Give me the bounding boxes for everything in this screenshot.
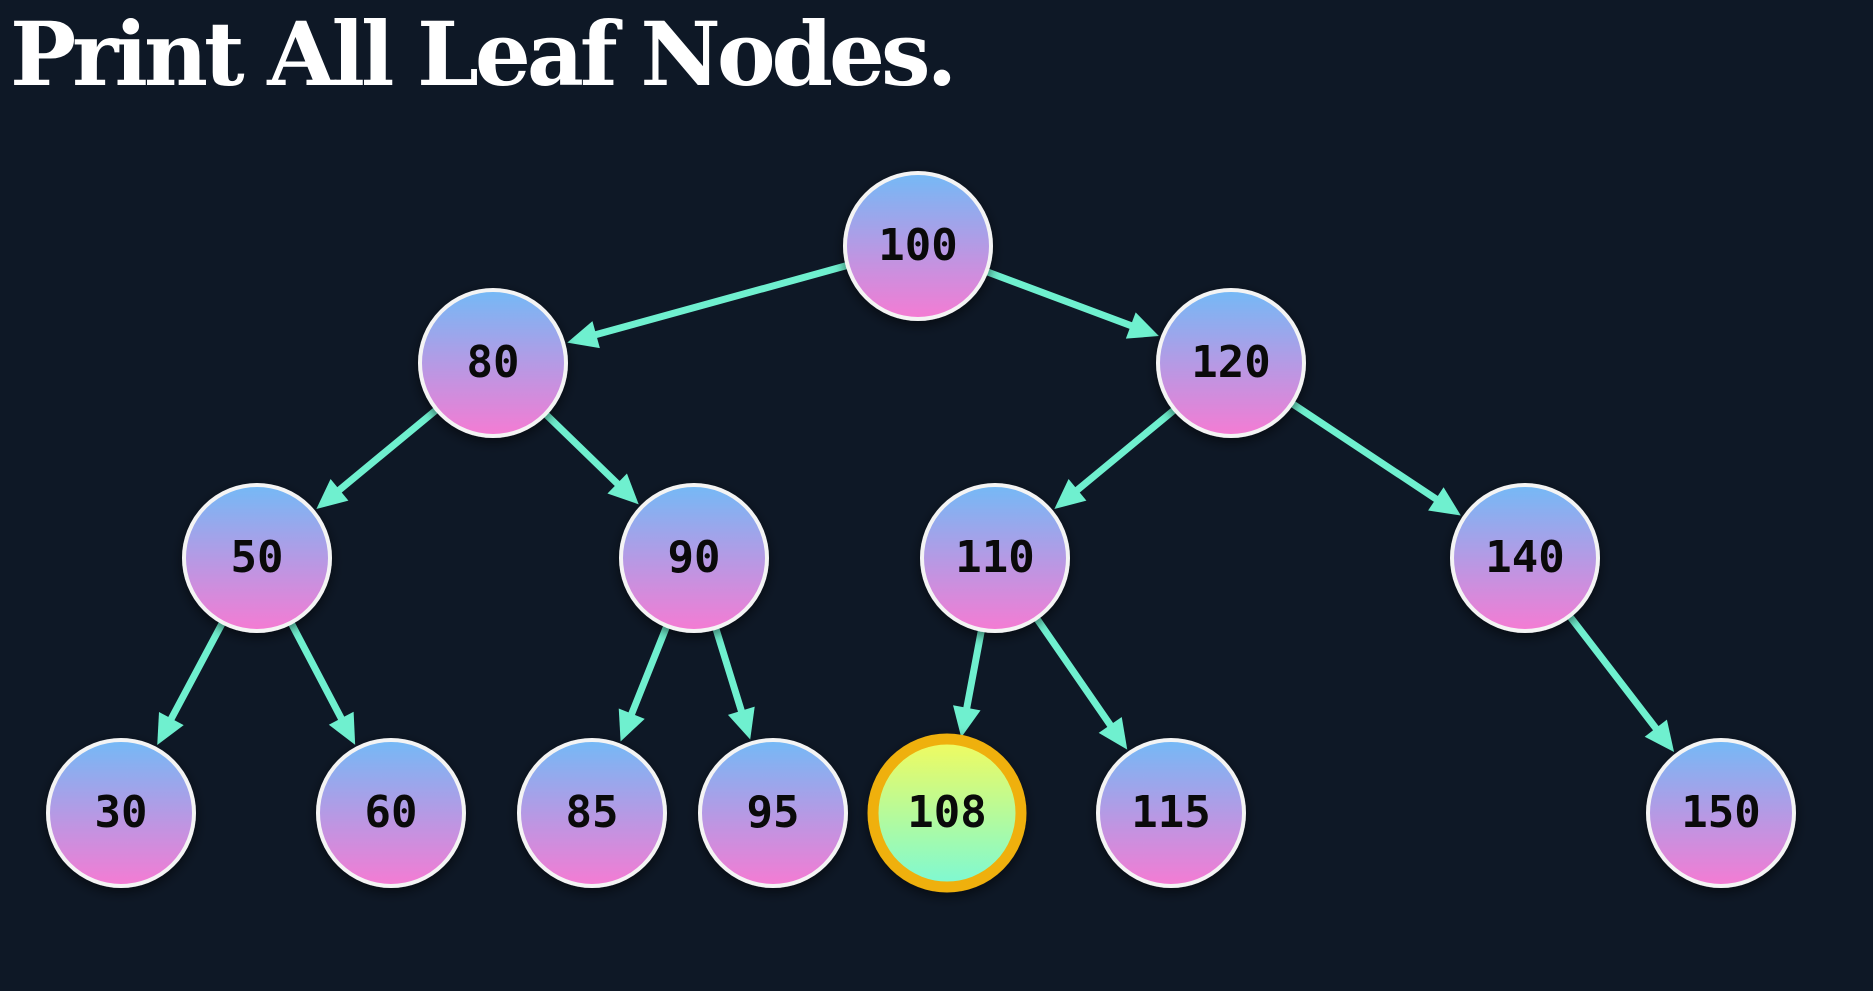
tree-node-85: 85: [517, 738, 667, 888]
node-circle: [619, 483, 769, 633]
edge-110-to-115: [1034, 616, 1128, 750]
edge-line: [712, 626, 747, 719]
edge-line: [1034, 616, 1116, 732]
node-circle: [698, 738, 848, 888]
edge-line: [626, 624, 670, 721]
node-circle: [1646, 738, 1796, 888]
edge-line: [165, 620, 226, 726]
node-label: 115: [1131, 787, 1210, 838]
node-circle: [46, 738, 196, 888]
arrowhead: [157, 712, 184, 746]
edge-line: [1290, 400, 1443, 505]
page-title: Print All Leaf Nodes.: [10, 2, 957, 106]
node-label: 120: [1191, 337, 1270, 388]
node-circle: [843, 171, 993, 321]
arrowhead: [567, 321, 600, 349]
node-circle: [920, 483, 1070, 633]
edge-line: [1070, 407, 1177, 496]
node-circle: [1156, 288, 1306, 438]
node-label: 85: [566, 787, 619, 838]
edge-50-to-30: [157, 620, 226, 746]
edges-layer: [157, 262, 1675, 752]
arrowhead: [953, 705, 981, 738]
tree-node-120: 120: [1156, 288, 1306, 438]
edge-100-to-80: [567, 262, 850, 349]
tree-node-60: 60: [316, 738, 466, 888]
edge-80-to-50: [316, 407, 439, 509]
edge-140-to-150: [1567, 613, 1675, 752]
arrowhead: [328, 711, 356, 745]
arrowhead: [316, 479, 349, 509]
node-circle: [182, 483, 332, 633]
arrowhead: [618, 708, 645, 742]
edge-120-to-110: [1054, 407, 1177, 509]
edge-110-to-108: [953, 628, 985, 738]
node-label: 110: [955, 532, 1034, 583]
tree-node-150: 150: [1646, 738, 1796, 888]
node-label: 60: [365, 787, 418, 838]
node-label: 90: [668, 532, 721, 583]
edge-100-to-120: [984, 268, 1159, 339]
edge-line: [332, 407, 439, 496]
edge-line: [288, 620, 347, 726]
node-label: 50: [231, 532, 284, 583]
node-circle: [1450, 483, 1600, 633]
tree-node-30: 30: [46, 738, 196, 888]
arrowhead: [1644, 719, 1675, 752]
arrowhead: [727, 706, 755, 740]
tree-node-95: 95: [698, 738, 848, 888]
edge-line: [588, 262, 850, 340]
nodes-layer: 100 80 120 50 90 110 140 30 60 85 95 108 115 150: [46, 171, 1796, 893]
tree-node-115: 115: [1096, 738, 1246, 888]
highlighted-node-circle: [867, 733, 1027, 893]
node-circle: [316, 738, 466, 888]
edge-80-to-90: [543, 411, 639, 505]
arrowhead: [1054, 479, 1087, 509]
arrowhead: [1098, 716, 1128, 750]
node-circle: [418, 288, 568, 438]
tree-node-140: 140: [1450, 483, 1600, 633]
edge-90-to-85: [618, 624, 670, 742]
edge-line: [984, 268, 1139, 331]
node-circle: [517, 738, 667, 888]
node-label: 100: [878, 220, 957, 271]
node-label: 95: [747, 787, 800, 838]
node-circle: [1096, 738, 1246, 888]
node-label: 80: [467, 337, 520, 388]
edge-120-to-140: [1290, 400, 1461, 516]
arrowhead: [1428, 487, 1461, 516]
edge-line: [962, 628, 985, 716]
tree-node-110: 110: [920, 483, 1070, 633]
tree-node-80: 80: [418, 288, 568, 438]
tree-node-108: 108: [867, 733, 1027, 893]
node-label: 150: [1681, 787, 1760, 838]
edge-line: [543, 411, 624, 490]
arrowhead: [1125, 312, 1159, 339]
tree-node-100: 100: [843, 171, 993, 321]
edge-90-to-95: [712, 626, 755, 740]
edge-50-to-60: [288, 620, 356, 745]
arrowhead: [607, 473, 639, 505]
node-label: 140: [1485, 532, 1564, 583]
edge-line: [1567, 613, 1662, 735]
tree-node-90: 90: [619, 483, 769, 633]
node-label: 30: [95, 787, 148, 838]
node-label: 108: [907, 787, 986, 838]
tree-node-50: 50: [182, 483, 332, 633]
